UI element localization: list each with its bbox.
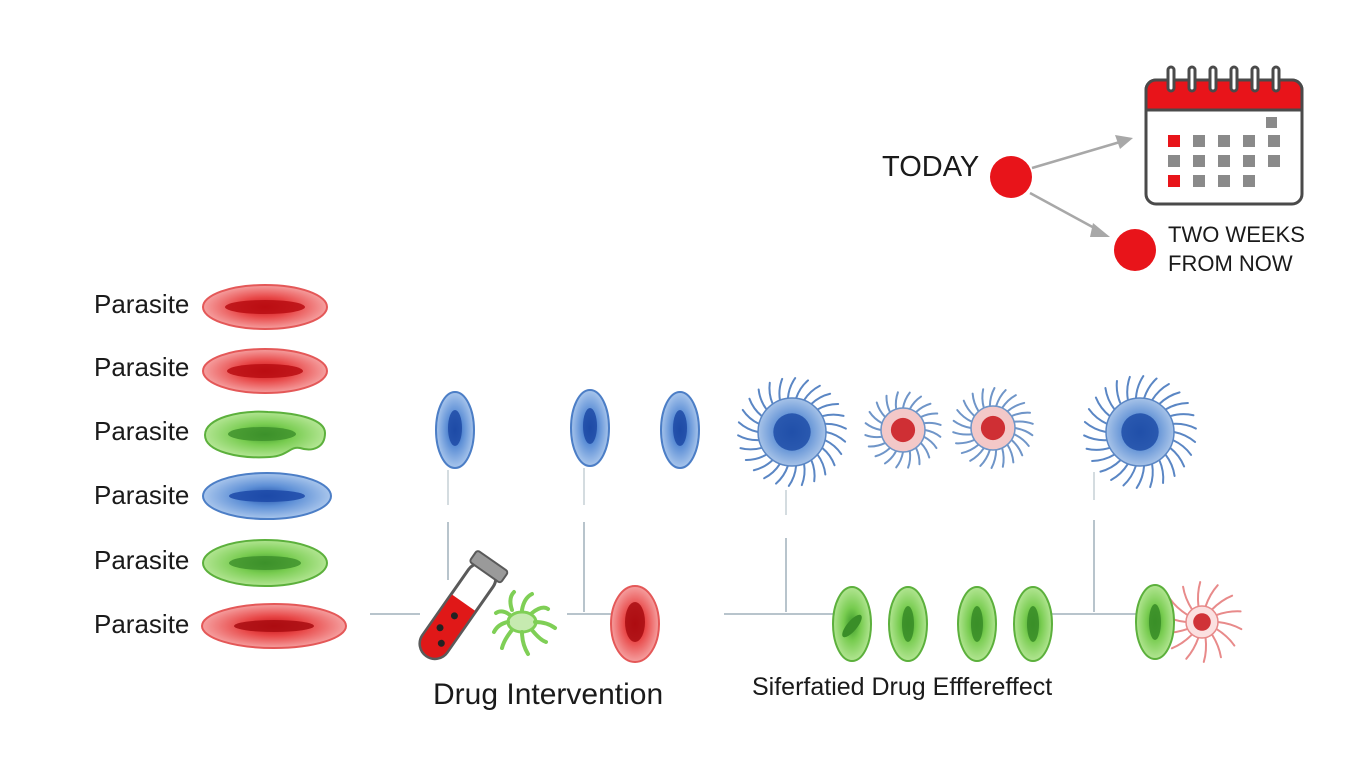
parasite-cell-red xyxy=(201,603,347,649)
two-weeks-line1: TWO WEEKS xyxy=(1168,222,1305,247)
blue-oval-cell xyxy=(570,389,610,467)
parasite-label: Parasite xyxy=(94,609,190,639)
green-oval-cell xyxy=(832,586,872,662)
parasite-list xyxy=(201,284,347,649)
spiky-cell-blue xyxy=(737,377,847,487)
blue-oval-cell xyxy=(660,391,700,469)
spiky-cell-blue xyxy=(1083,375,1197,489)
spiky-cell-pink xyxy=(1161,581,1243,663)
two-weeks-marker xyxy=(1114,229,1156,271)
blue-oval-cell xyxy=(435,391,475,469)
spiky-cell-red xyxy=(952,387,1034,469)
parasite-label: Parasite xyxy=(94,545,190,575)
today-label: TODAY xyxy=(882,151,980,183)
green-oval-cell xyxy=(1135,584,1175,660)
green-squiggly-parasite xyxy=(492,590,557,656)
two-weeks-line2: FROM NOW xyxy=(1168,251,1293,276)
timeline-arrows xyxy=(1029,135,1133,237)
green-oval-cell xyxy=(1013,586,1053,662)
parasite-label: Parasite xyxy=(94,289,190,319)
timeline-lines xyxy=(370,468,1142,615)
calendar-icon xyxy=(1144,65,1304,206)
spiky-cell-red xyxy=(864,391,942,469)
drug-effect-caption: Siferfatied Drug Efffereffect xyxy=(752,673,1053,701)
test-tube-icon xyxy=(418,550,509,661)
green-oval-cell xyxy=(957,586,997,662)
parasite-label: Parasite xyxy=(94,352,190,382)
red-oval-cell xyxy=(610,585,660,663)
two-weeks-label: TWO WEEKS FROM NOW xyxy=(1168,220,1305,278)
parasite-label: Parasite xyxy=(94,416,190,446)
today-marker xyxy=(990,156,1032,198)
parasite-label: Parasite xyxy=(94,480,190,510)
parasite-cell-red xyxy=(202,348,328,394)
parasite-cell-blue xyxy=(202,472,332,520)
parasite-cell-green xyxy=(203,410,327,459)
drug-intervention-caption: Drug Intervention xyxy=(433,678,664,711)
green-oval-cell xyxy=(888,586,928,662)
spiky-cells xyxy=(737,375,1243,663)
parasite-cell-green xyxy=(202,539,328,587)
parasite-cell-red xyxy=(202,284,328,330)
